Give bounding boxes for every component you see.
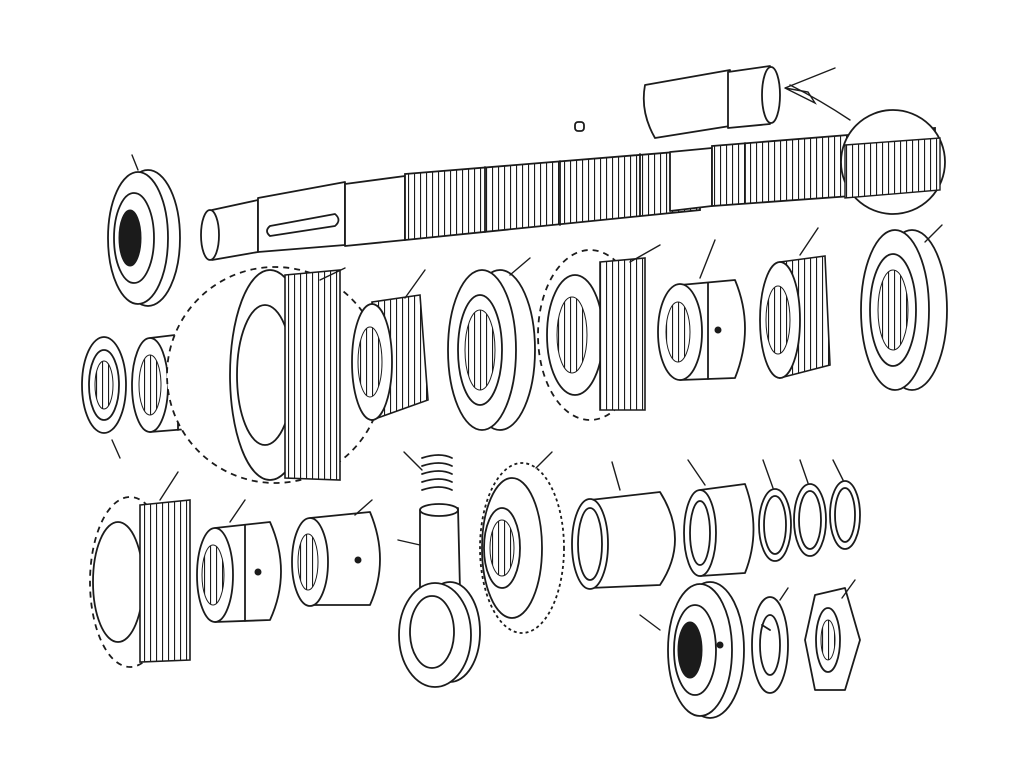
fine-tooth-gear (479, 451, 565, 634)
mainshaft (200, 127, 936, 261)
large-gear-upper (166, 266, 384, 484)
snap-ring-1 (758, 459, 792, 562)
bushing-lower (291, 499, 381, 607)
pilot-bearing (81, 336, 127, 459)
snap-ring-3 (829, 459, 861, 550)
bearing-sleeve-lower (196, 499, 282, 623)
splined-hub-2 (759, 227, 831, 380)
synchro-collar-1 (447, 257, 536, 431)
shift-fork-pin (397, 503, 461, 596)
synchro-collar-2 (860, 224, 948, 391)
snap-ring-2 (793, 459, 827, 557)
hex-nut (804, 579, 861, 691)
shift-fork-ring (398, 581, 481, 688)
lock-washer (751, 587, 789, 694)
splined-hub-1 (351, 269, 429, 422)
dowel-pin (574, 121, 585, 132)
gear-lower-left (89, 471, 191, 668)
compression-spring (403, 451, 453, 491)
spacer-collar (683, 459, 755, 577)
bearing-sleeve-mid (657, 239, 746, 381)
spline-detail-circle (789, 84, 946, 215)
gear-upper-mid (537, 244, 661, 421)
threaded-end-detail (642, 65, 836, 139)
spacer-sleeve (571, 461, 676, 590)
ball-bearing-rear (639, 581, 745, 719)
ball-bearing-left (107, 154, 181, 307)
